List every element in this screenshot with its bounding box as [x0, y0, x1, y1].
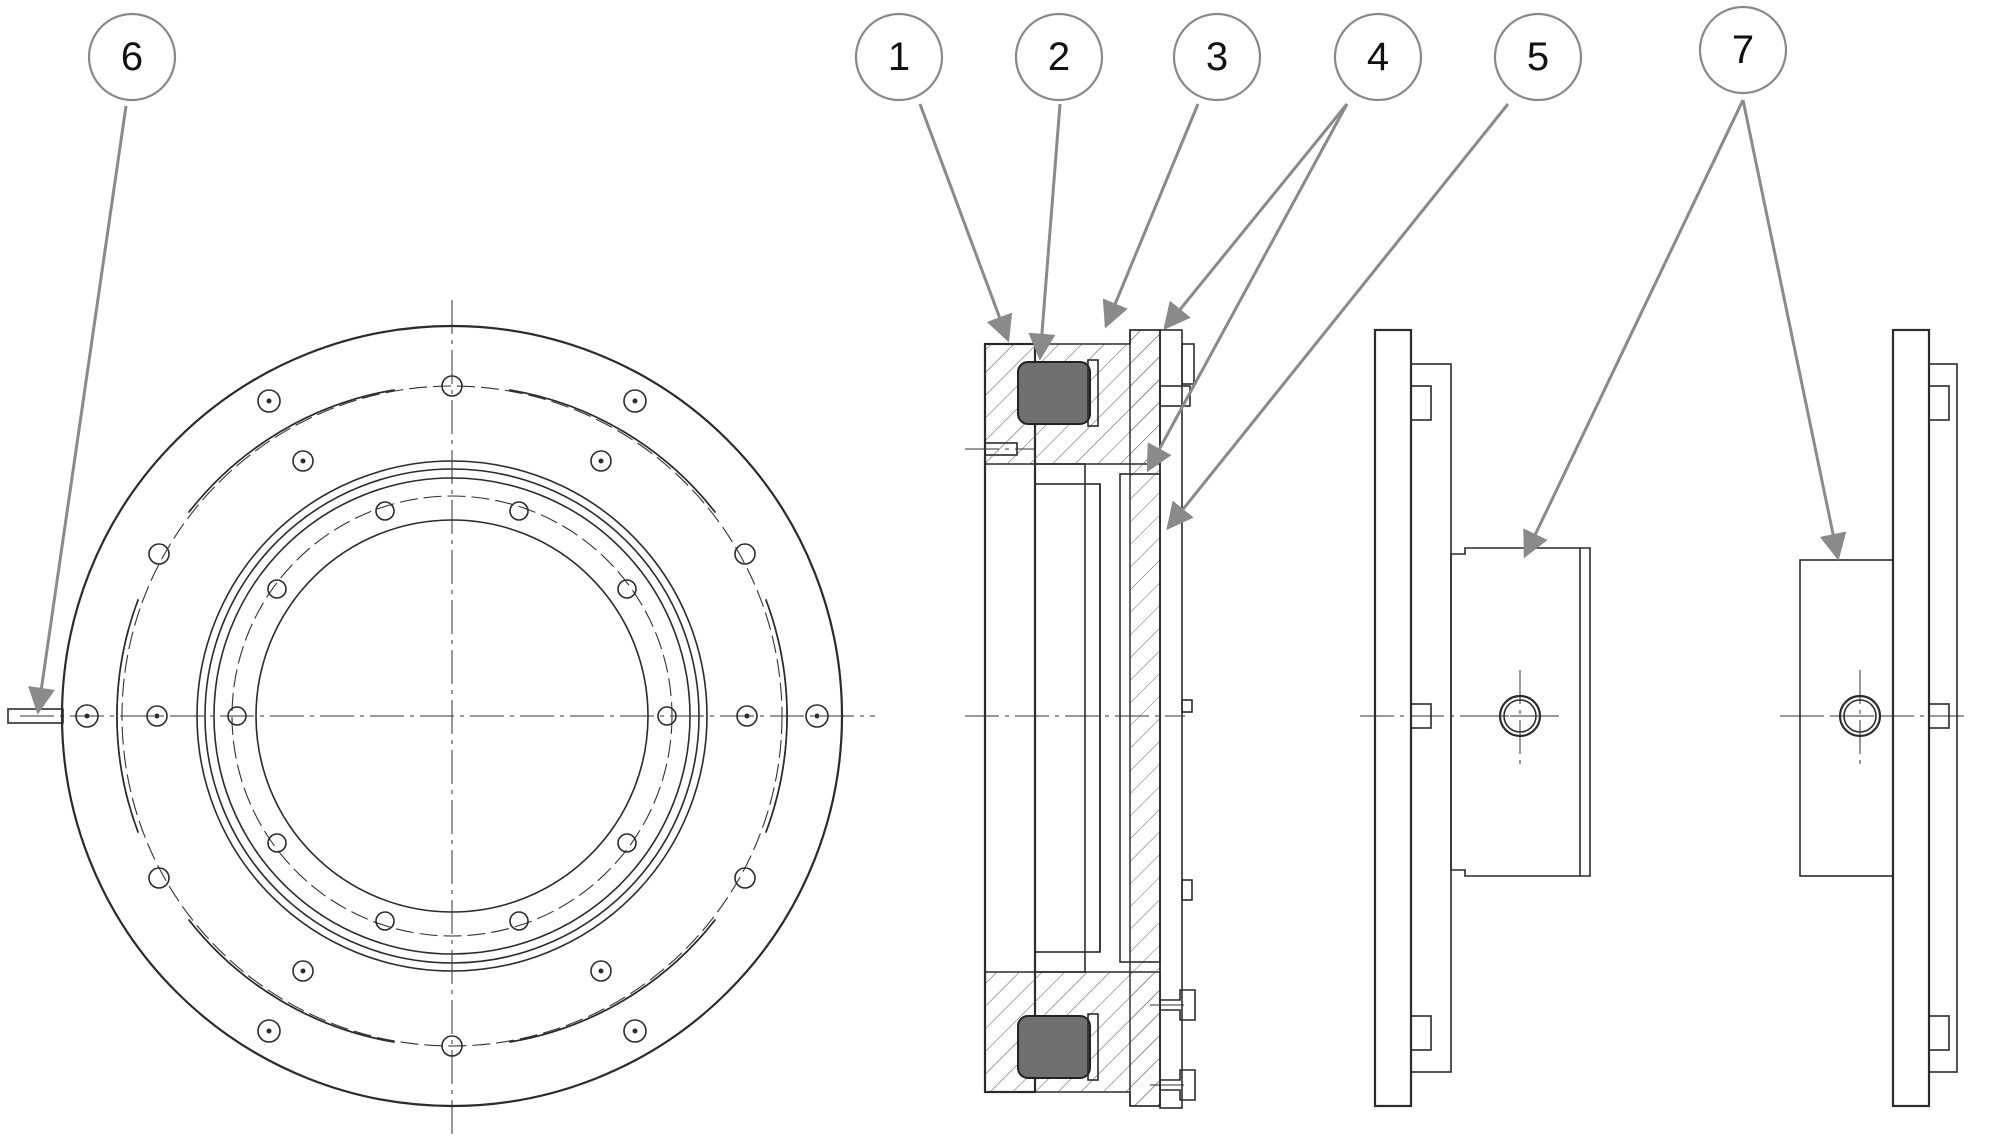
mid-bolt-holes [146, 375, 758, 1057]
section-view [965, 329, 1196, 1109]
callout-label-1: 1 [888, 35, 910, 79]
callout-label-6: 6 [121, 35, 143, 79]
callout-label-3: 3 [1206, 35, 1228, 79]
callout-bubble-1: 1 [854, 12, 944, 102]
callout-label-5: 5 [1527, 35, 1549, 79]
callout-bubble-5: 5 [1493, 12, 1583, 102]
callout-bubble-2: 2 [1014, 12, 1104, 102]
side-view-a [1360, 328, 1591, 1108]
callout-bubble-6: 6 [87, 12, 177, 102]
inner-bolt-holes [227, 501, 677, 931]
callout-bubble-3: 3 [1172, 12, 1262, 102]
callout-label-7: 7 [1732, 28, 1754, 72]
outer-bolt-holes [75, 389, 829, 1043]
callout-bubble-7: 7 [1698, 5, 1788, 95]
leader-lines [28, 99, 1847, 715]
callout-label-2: 2 [1048, 35, 1070, 79]
front-view [7, 300, 875, 1140]
callout-label-4: 4 [1367, 35, 1389, 79]
callout-bubble-4: 4 [1333, 12, 1423, 102]
side-view-b [1780, 328, 1970, 1108]
